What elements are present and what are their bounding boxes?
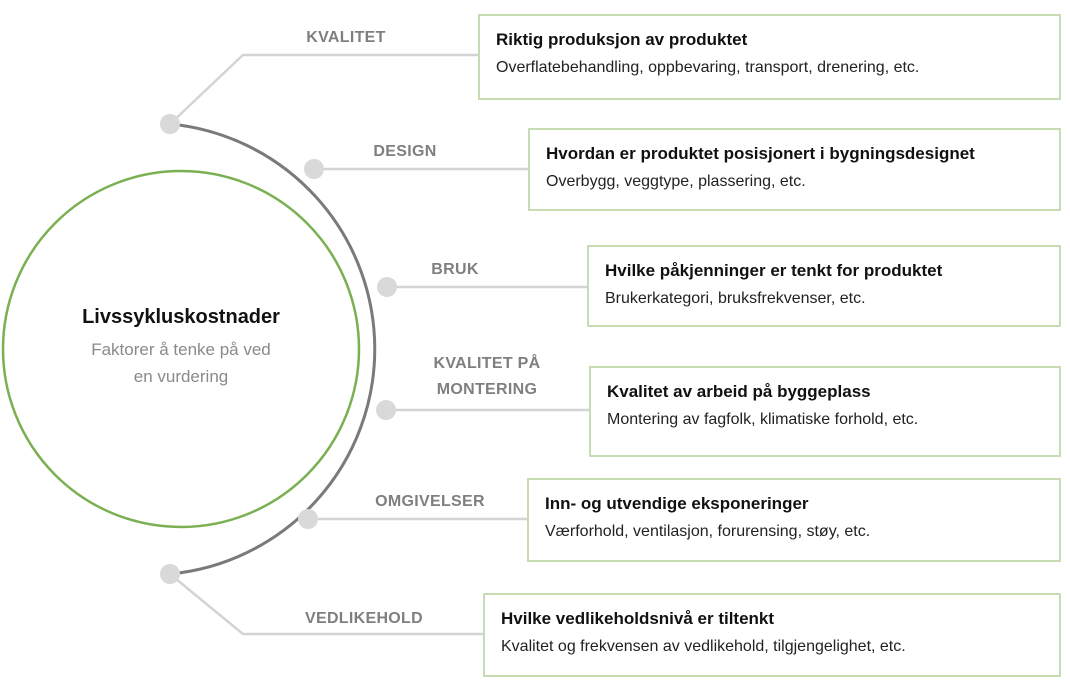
factor-label-design: DESIGN: [373, 143, 437, 160]
factor-label-montering-line1: KVALITET PÅ: [433, 355, 541, 372]
node-omgivelser: [298, 509, 318, 529]
center-subtitle-line2: en vurdering: [133, 367, 229, 386]
factor-label-vedlikehold: VEDLIKEHOLD: [305, 610, 423, 627]
center-title: Livssykluskostnader: [82, 306, 280, 328]
center-subtitle-line1: Faktorer å tenke på ved: [91, 340, 271, 359]
factor-label-bruk: BRUK: [431, 261, 479, 278]
factor-box-design: Hvordan er produktet posisjonert i bygni…: [528, 128, 1061, 211]
factor-box-description: Overflatebehandling, oppbevaring, transp…: [496, 59, 920, 76]
factor-arc: [169, 122, 377, 576]
node-design: [304, 159, 324, 179]
factor-box-omgivelser: Inn- og utvendige eksponeringer Værforho…: [527, 478, 1061, 562]
node-kvalitet: [160, 114, 180, 134]
factor-box-title: Kvalitet av arbeid på byggeplass: [607, 382, 871, 401]
center-subtitle: Faktorer å tenke på ved en vurdering: [38, 336, 324, 390]
node-montering: [376, 400, 396, 420]
factor-box-title: Inn- og utvendige eksponeringer: [545, 494, 809, 513]
factor-box-title: Hvilke vedlikeholdsnivå er tiltenkt: [501, 609, 775, 628]
factor-box-description: Værforhold, ventilasjon, forurensing, st…: [545, 523, 871, 540]
factor-label-montering-line2: MONTERING: [436, 381, 538, 398]
factor-label-omgivelser: OMGIVELSER: [375, 493, 485, 510]
connector-line-kvalitet: [169, 53, 478, 125]
connector-line-vedlikehold: [169, 573, 483, 636]
factor-box-bruk: Hvilke påkjenninger er tenkt for produkt…: [587, 245, 1061, 327]
node-bruk: [377, 277, 397, 297]
factor-box-description: Brukerkategori, bruksfrekvenser, etc.: [605, 290, 866, 307]
factor-box-vedlikehold: Hvilke vedlikeholdsnivå er tiltenkt Kval…: [483, 593, 1061, 677]
factor-box-title: Hvilke påkjenninger er tenkt for produkt…: [605, 261, 943, 280]
factor-label-montering: KVALITET PÅ MONTERING: [412, 351, 562, 403]
factor-box-description: Montering av fagfolk, klimatiske forhold…: [607, 411, 919, 428]
factor-box-montering: Kvalitet av arbeid på byggeplass Monteri…: [589, 366, 1061, 457]
factor-box-description: Kvalitet og frekvensen av vedlikehold, t…: [501, 638, 906, 655]
factor-label-kvalitet: KVALITET: [306, 29, 386, 46]
center-circle: [1, 169, 361, 529]
node-vedlikehold: [160, 564, 180, 584]
factor-box-title: Hvordan er produktet posisjonert i bygni…: [546, 144, 975, 163]
factor-box-kvalitet: Riktig produksjon av produktet Overflate…: [478, 14, 1061, 100]
factor-box-description: Overbygg, veggtype, plassering, etc.: [546, 173, 806, 190]
factor-box-title: Riktig produksjon av produktet: [496, 30, 748, 49]
